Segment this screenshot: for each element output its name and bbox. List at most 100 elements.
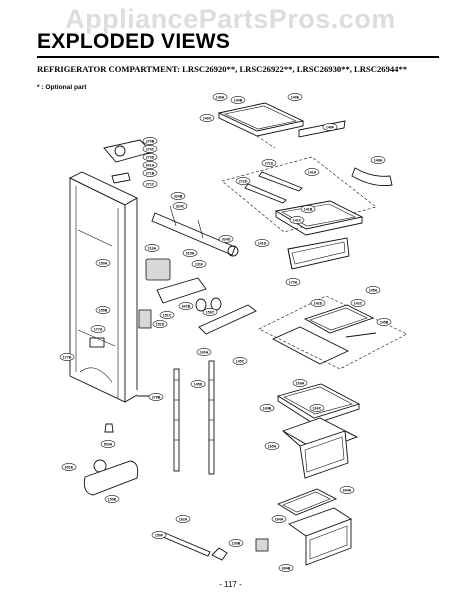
callout-131f: 131F bbox=[191, 260, 207, 268]
svg-text:150A: 150A bbox=[99, 261, 108, 265]
crisper-cover-assembly bbox=[258, 295, 408, 370]
callout-271c: 271C bbox=[142, 180, 158, 188]
page-title: EXPLODED VIEWS bbox=[37, 30, 231, 53]
svg-text:145A: 145A bbox=[369, 288, 378, 292]
svg-text:270C: 270C bbox=[146, 147, 155, 151]
callout-604b: 604B bbox=[278, 564, 294, 572]
svg-text:503A: 503A bbox=[104, 442, 113, 446]
svg-text:142C: 142C bbox=[354, 301, 363, 305]
callout-labels: 140A 140B 140C 140E 140F 270B 270C 270D … bbox=[59, 93, 392, 572]
svg-text:150F: 150F bbox=[155, 533, 164, 537]
callout-145c: 145C bbox=[232, 357, 248, 365]
svg-text:177A: 177A bbox=[94, 327, 103, 331]
callout-141b: 141B bbox=[300, 205, 316, 213]
callout-601b: 601B bbox=[178, 302, 194, 310]
callout-116a: 116A bbox=[144, 244, 160, 252]
callout-150a: 150A bbox=[95, 259, 111, 267]
callout-324b: 324B bbox=[170, 192, 186, 200]
svg-text:162A: 162A bbox=[179, 517, 188, 521]
callout-140c: 140C bbox=[199, 114, 215, 122]
vertical-rails bbox=[173, 360, 215, 475]
svg-text:160A: 160A bbox=[200, 350, 209, 354]
svg-text:130B: 130B bbox=[232, 541, 241, 545]
svg-text:324B: 324B bbox=[174, 194, 183, 198]
title-divider bbox=[37, 56, 439, 58]
callout-279b: 279B bbox=[148, 393, 164, 401]
svg-text:271B: 271B bbox=[146, 171, 155, 175]
svg-text:148A: 148A bbox=[374, 158, 383, 162]
callout-141d: 141D bbox=[254, 239, 270, 247]
callout-150e: 150E bbox=[104, 495, 120, 503]
svg-text:145D: 145D bbox=[194, 382, 203, 386]
svg-text:141A: 141A bbox=[308, 170, 317, 174]
callout-177a: 177A bbox=[90, 325, 106, 333]
callout-604a: 604A bbox=[339, 486, 355, 494]
callout-141a: 141A bbox=[304, 168, 320, 176]
svg-text:151C: 151C bbox=[163, 313, 172, 317]
svg-text:324D: 324D bbox=[222, 237, 231, 241]
callout-160b: 160B bbox=[259, 404, 275, 412]
svg-text:601B: 601B bbox=[182, 304, 191, 308]
cabinet-liner bbox=[68, 171, 138, 403]
svg-text:604A: 604A bbox=[343, 488, 352, 492]
callout-270d: 270D bbox=[142, 153, 158, 161]
svg-text:164A: 164A bbox=[275, 517, 284, 521]
callout-150f: 150F bbox=[151, 531, 167, 539]
svg-text:170A: 170A bbox=[289, 280, 298, 284]
svg-text:140F: 140F bbox=[326, 125, 335, 129]
callout-141c: 141C bbox=[289, 216, 305, 224]
callout-142c: 142C bbox=[350, 299, 366, 307]
svg-text:141B: 141B bbox=[304, 207, 313, 211]
svg-text:601E: 601E bbox=[65, 465, 74, 469]
svg-text:150B: 150B bbox=[99, 308, 108, 312]
svg-text:272D: 272D bbox=[239, 179, 248, 183]
svg-text:141D: 141D bbox=[258, 241, 267, 245]
svg-text:140C: 140C bbox=[203, 116, 212, 120]
callout-271d: 271D bbox=[261, 159, 277, 167]
svg-text:279B: 279B bbox=[152, 395, 161, 399]
callout-150b: 150B bbox=[95, 306, 111, 314]
callout-270b: 270B bbox=[142, 137, 158, 145]
svg-text:177B: 177B bbox=[63, 355, 72, 359]
callout-164a: 164A bbox=[271, 515, 287, 523]
callout-169a: 169A bbox=[292, 379, 308, 387]
callout-140b: 140B bbox=[230, 96, 246, 104]
svg-text:131F: 131F bbox=[195, 262, 204, 266]
crisper-drawer-assembly bbox=[276, 383, 361, 479]
svg-text:166C: 166C bbox=[313, 406, 322, 410]
svg-text:145B: 145B bbox=[380, 320, 389, 324]
callout-140f: 140F bbox=[322, 123, 338, 131]
callout-270c: 270C bbox=[142, 145, 158, 153]
callout-601e: 601E bbox=[61, 463, 77, 471]
svg-text:270D: 270D bbox=[146, 155, 155, 159]
callout-165a: 165A bbox=[264, 442, 280, 450]
page-number: - 117 - bbox=[219, 580, 242, 589]
bottom-drawer-assembly bbox=[276, 488, 352, 566]
upper-left-parts bbox=[103, 139, 239, 257]
callout-162a: 162A bbox=[175, 515, 191, 523]
svg-text:270B: 270B bbox=[146, 139, 155, 143]
svg-text:271C: 271C bbox=[146, 182, 155, 186]
compartment-subtitle: REFRIGERATOR COMPARTMENT: LRSC26920**, L… bbox=[37, 64, 408, 74]
callout-160a: 160A bbox=[196, 348, 212, 356]
svg-text:271D: 271D bbox=[265, 161, 274, 165]
svg-text:140B: 140B bbox=[234, 98, 243, 102]
svg-text:165A: 165A bbox=[268, 444, 277, 448]
callout-601a: 601A bbox=[142, 161, 158, 169]
svg-text:145C: 145C bbox=[236, 359, 245, 363]
callout-142d: 142D bbox=[310, 299, 326, 307]
callout-140e: 140E bbox=[287, 93, 303, 101]
control-box-parts bbox=[89, 258, 257, 348]
svg-text:151D: 151D bbox=[156, 322, 165, 326]
callout-145a: 145A bbox=[365, 286, 381, 294]
callout-130b: 130B bbox=[228, 539, 244, 547]
svg-text:140E: 140E bbox=[291, 95, 300, 99]
svg-text:141C: 141C bbox=[293, 218, 302, 222]
svg-text:604B: 604B bbox=[282, 566, 291, 570]
svg-text:601A: 601A bbox=[146, 163, 155, 167]
callout-150c: 150C bbox=[202, 308, 218, 316]
callout-170a: 170A bbox=[285, 278, 301, 286]
svg-text:324C: 324C bbox=[176, 204, 185, 208]
svg-text:150C: 150C bbox=[206, 310, 215, 314]
